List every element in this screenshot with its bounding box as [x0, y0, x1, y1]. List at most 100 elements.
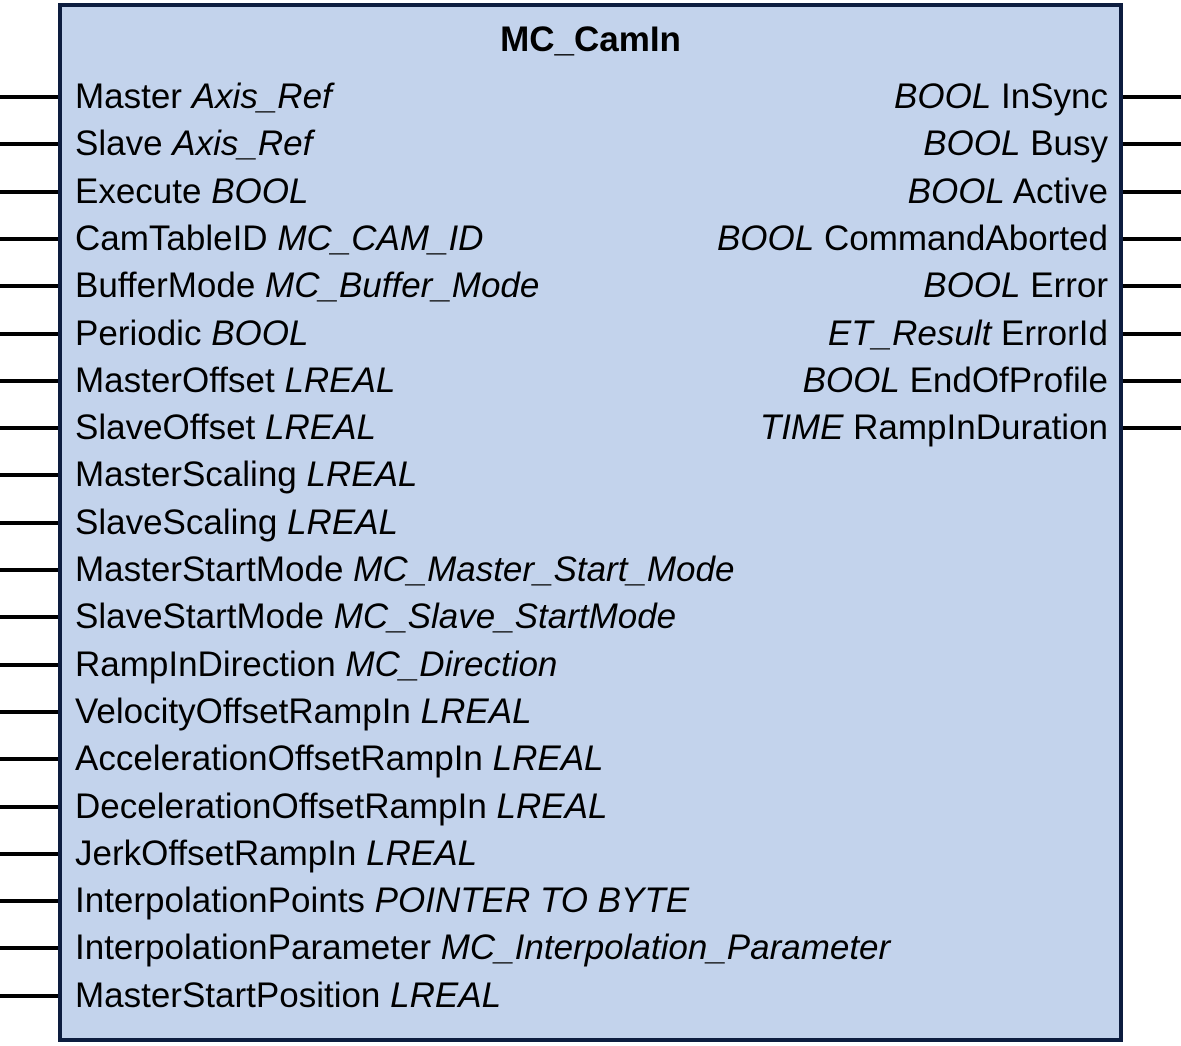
output-pin-name: ErrorId	[1001, 314, 1108, 353]
input-pin-masterscaling: MasterScaling LREAL	[75, 455, 417, 495]
output-pin-name: InSync	[1001, 77, 1108, 116]
input-pin-name: SlaveScaling	[75, 503, 278, 542]
input-wire-periodic	[0, 332, 58, 336]
input-pin-decelerationoffsetrampin: DecelerationOffsetRampIn LREAL	[75, 787, 607, 827]
output-pin-type: BOOL	[923, 266, 1021, 305]
output-pin-type: BOOL	[907, 172, 1005, 211]
input-pin-name: SlaveStartMode	[75, 597, 325, 636]
input-pin-name: CamTableID	[75, 219, 268, 258]
output-wire-commandaborted	[1123, 237, 1181, 241]
output-wire-busy	[1123, 142, 1181, 146]
input-wire-slaveoffset	[0, 426, 58, 430]
input-pin-type: Axis_Ref	[191, 77, 332, 116]
output-pin-name: EndOfProfile	[909, 361, 1108, 400]
input-pin-type: LREAL	[492, 739, 604, 778]
input-pin-name: MasterScaling	[75, 455, 297, 494]
output-pin-name: RampInDuration	[853, 408, 1108, 447]
input-pin-accelerationoffsetrampin: AccelerationOffsetRampIn LREAL	[75, 739, 604, 779]
input-wire-velocityoffsetrampin	[0, 710, 58, 714]
input-pin-type: BOOL	[211, 314, 309, 353]
input-pin-slave: Slave Axis_Ref	[75, 124, 312, 164]
input-pin-name: SlaveOffset	[75, 408, 256, 447]
input-pin-type: LREAL	[496, 787, 608, 826]
output-pin-rampinduration: TIME RampInDuration	[760, 408, 1108, 448]
output-pin-name: CommandAborted	[823, 219, 1108, 258]
input-pin-type: MC_Master_Start_Mode	[353, 550, 735, 589]
input-wire-buffermode	[0, 284, 58, 288]
input-pin-type: LREAL	[306, 455, 418, 494]
input-pin-type: MC_Buffer_Mode	[265, 266, 540, 305]
input-pin-master: Master Axis_Ref	[75, 77, 332, 117]
output-wire-insync	[1123, 95, 1181, 99]
output-wire-error	[1123, 284, 1181, 288]
input-pin-name: RampInDirection	[75, 645, 336, 684]
input-pin-name: Periodic	[75, 314, 202, 353]
input-pin-slavescaling: SlaveScaling LREAL	[75, 503, 398, 543]
output-pin-type: BOOL	[923, 124, 1021, 163]
input-wire-rampindirection	[0, 663, 58, 667]
input-wire-master	[0, 95, 58, 99]
input-wire-slave	[0, 142, 58, 146]
input-pin-masterstartposition: MasterStartPosition LREAL	[75, 976, 501, 1016]
input-wire-masterstartmode	[0, 568, 58, 572]
input-pin-name: AccelerationOffsetRampIn	[75, 739, 483, 778]
output-pin-errorid: ET_Result ErrorId	[828, 314, 1108, 354]
input-wire-interpolationpoints	[0, 899, 58, 903]
input-pin-buffermode: BufferMode MC_Buffer_Mode	[75, 266, 539, 306]
input-pin-slaveoffset: SlaveOffset LREAL	[75, 408, 376, 448]
input-pin-execute: Execute BOOL	[75, 172, 308, 212]
input-wire-accelerationoffsetrampin	[0, 757, 58, 761]
output-pin-busy: BOOL Busy	[923, 124, 1108, 164]
input-pin-masterstartmode: MasterStartMode MC_Master_Start_Mode	[75, 550, 734, 590]
output-pin-name: Active	[1012, 172, 1108, 211]
input-wire-masterstartposition	[0, 994, 58, 998]
input-pin-type: MC_CAM_ID	[277, 219, 484, 258]
input-pin-jerkoffsetrampin: JerkOffsetRampIn LREAL	[75, 834, 477, 874]
input-pin-name: InterpolationPoints	[75, 881, 365, 920]
input-pin-type: POINTER TO BYTE	[374, 881, 690, 920]
input-wire-camtableid	[0, 237, 58, 241]
input-wire-interpolationparameter	[0, 946, 58, 950]
input-pin-slavestartmode: SlaveStartMode MC_Slave_StartMode	[75, 597, 676, 637]
output-pin-name: Error	[1030, 266, 1108, 305]
output-pin-insync: BOOL InSync	[894, 77, 1108, 117]
output-pin-error: BOOL Error	[923, 266, 1108, 306]
input-wire-masterscaling	[0, 473, 58, 477]
input-wire-jerkoffsetrampin	[0, 852, 58, 856]
input-pin-type: MC_Slave_StartMode	[333, 597, 677, 636]
input-wire-decelerationoffsetrampin	[0, 805, 58, 809]
input-pin-type: LREAL	[420, 692, 532, 731]
output-wire-endofprofile	[1123, 379, 1181, 383]
input-pin-type: LREAL	[265, 408, 376, 447]
input-pin-type: MC_Interpolation_Parameter	[440, 928, 891, 967]
output-pin-type: ET_Result	[827, 314, 992, 353]
input-pin-name: JerkOffsetRampIn	[75, 834, 357, 873]
output-pin-endofprofile: BOOL EndOfProfile	[803, 361, 1108, 401]
output-pin-type: BOOL	[894, 77, 992, 116]
input-pin-name: Master	[75, 77, 182, 116]
input-pin-type: BOOL	[211, 172, 309, 211]
input-pin-camtableid: CamTableID MC_CAM_ID	[75, 219, 483, 259]
output-wire-rampinduration	[1123, 426, 1181, 430]
output-pin-active: BOOL Active	[908, 172, 1108, 212]
output-pin-commandaborted: BOOL CommandAborted	[717, 219, 1108, 259]
output-pin-type: BOOL	[716, 219, 815, 258]
input-pin-name: VelocityOffsetRampIn	[75, 692, 411, 731]
input-pin-interpolationparameter: InterpolationParameter MC_Interpolation_…	[75, 928, 890, 968]
input-pin-name: Slave	[75, 124, 163, 163]
output-pin-type: TIME	[759, 408, 844, 447]
input-pin-name: Execute	[75, 172, 202, 211]
input-pin-name: MasterStartPosition	[75, 976, 381, 1015]
output-wire-errorid	[1123, 332, 1181, 336]
input-wire-slavestartmode	[0, 615, 58, 619]
block-title: MC_CamIn	[500, 20, 681, 59]
input-wire-execute	[0, 190, 58, 194]
output-pin-type: BOOL	[802, 361, 900, 400]
input-wire-slavescaling	[0, 521, 58, 525]
input-pin-name: InterpolationParameter	[75, 928, 432, 967]
input-pin-type: Axis_Ref	[172, 124, 313, 163]
input-pin-name: DecelerationOffsetRampIn	[75, 787, 487, 826]
input-pin-type: LREAL	[284, 361, 396, 400]
input-pin-name: BufferMode	[75, 266, 256, 305]
